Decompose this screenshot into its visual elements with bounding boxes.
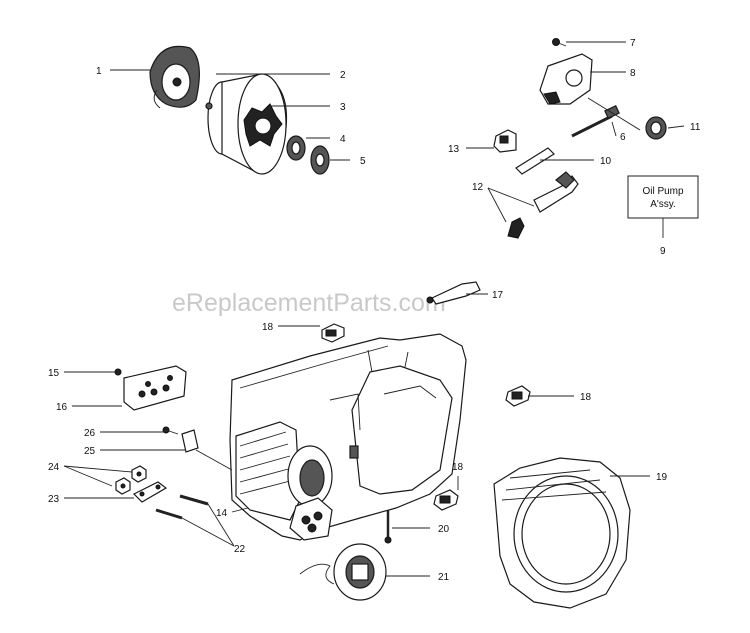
part-5-washer <box>310 145 330 175</box>
part-12-plunger-spring <box>507 171 579 239</box>
part-25-bracket <box>181 429 199 453</box>
label-6: 6 <box>620 132 626 143</box>
part-number-labels: 1 2 3 4 5 7 8 11 6 13 10 12 9 17 18 18 1… <box>48 38 701 583</box>
oil-pump-box-line2: A'ssy. <box>650 199 676 210</box>
label-1: 1 <box>96 66 102 77</box>
part-18-nut-b <box>505 385 531 407</box>
label-25: 25 <box>84 446 96 457</box>
part-14-housing <box>229 333 467 541</box>
leader-lines <box>63 41 685 577</box>
part-16-bar-plate <box>123 365 187 411</box>
part-17-lever <box>426 281 481 305</box>
label-13: 13 <box>448 144 460 155</box>
label-19: 19 <box>656 472 668 483</box>
label-16: 16 <box>56 402 68 413</box>
label-15: 15 <box>48 368 60 379</box>
part-20-bolt <box>384 510 392 544</box>
watermark-text: eReplacementParts.com <box>172 289 446 317</box>
label-7: 7 <box>630 38 636 49</box>
label-18-right: 18 <box>580 392 592 403</box>
label-24: 24 <box>48 462 60 473</box>
oil-pump-assy-box: Oil Pump A'ssy. <box>627 175 699 219</box>
label-8: 8 <box>630 68 636 79</box>
label-9: 9 <box>660 246 666 257</box>
part-11-worm-gear <box>645 116 667 140</box>
label-22: 22 <box>234 544 246 555</box>
part-1-clutch <box>149 45 200 109</box>
part-10-tube <box>515 147 555 175</box>
label-20: 20 <box>438 524 450 535</box>
part-18-nut-a <box>321 323 345 343</box>
label-12: 12 <box>472 182 484 193</box>
part-7-screw <box>552 38 567 47</box>
part-18-nut-c <box>433 489 459 511</box>
label-3: 3 <box>340 102 346 113</box>
part-3-clutch-drum <box>205 73 288 175</box>
label-10: 10 <box>600 156 612 167</box>
label-18-upper: 18 <box>262 322 274 333</box>
part-22-studs <box>155 494 209 520</box>
label-2: 2 <box>340 70 346 81</box>
part-26-screw <box>162 426 179 435</box>
part-23-plate <box>132 481 168 503</box>
part-13-bracket <box>493 129 517 153</box>
label-21: 21 <box>438 572 450 583</box>
label-23: 23 <box>48 494 60 505</box>
part-8-pump-cover <box>539 53 593 105</box>
label-4: 4 <box>340 134 346 145</box>
part-4-needle-bearing <box>286 135 306 161</box>
label-17: 17 <box>492 290 504 301</box>
part-21-pulley <box>299 543 387 601</box>
oil-pump-box-line1: Oil Pump <box>642 186 684 197</box>
label-26: 26 <box>84 428 96 439</box>
part-24-nuts <box>115 465 147 495</box>
label-11: 11 <box>690 122 701 133</box>
label-5: 5 <box>360 156 366 167</box>
label-18-lower: 18 <box>452 462 464 473</box>
label-14: 14 <box>216 508 228 519</box>
part-6-pin <box>571 105 620 138</box>
part-19-starter-cover <box>493 457 631 609</box>
